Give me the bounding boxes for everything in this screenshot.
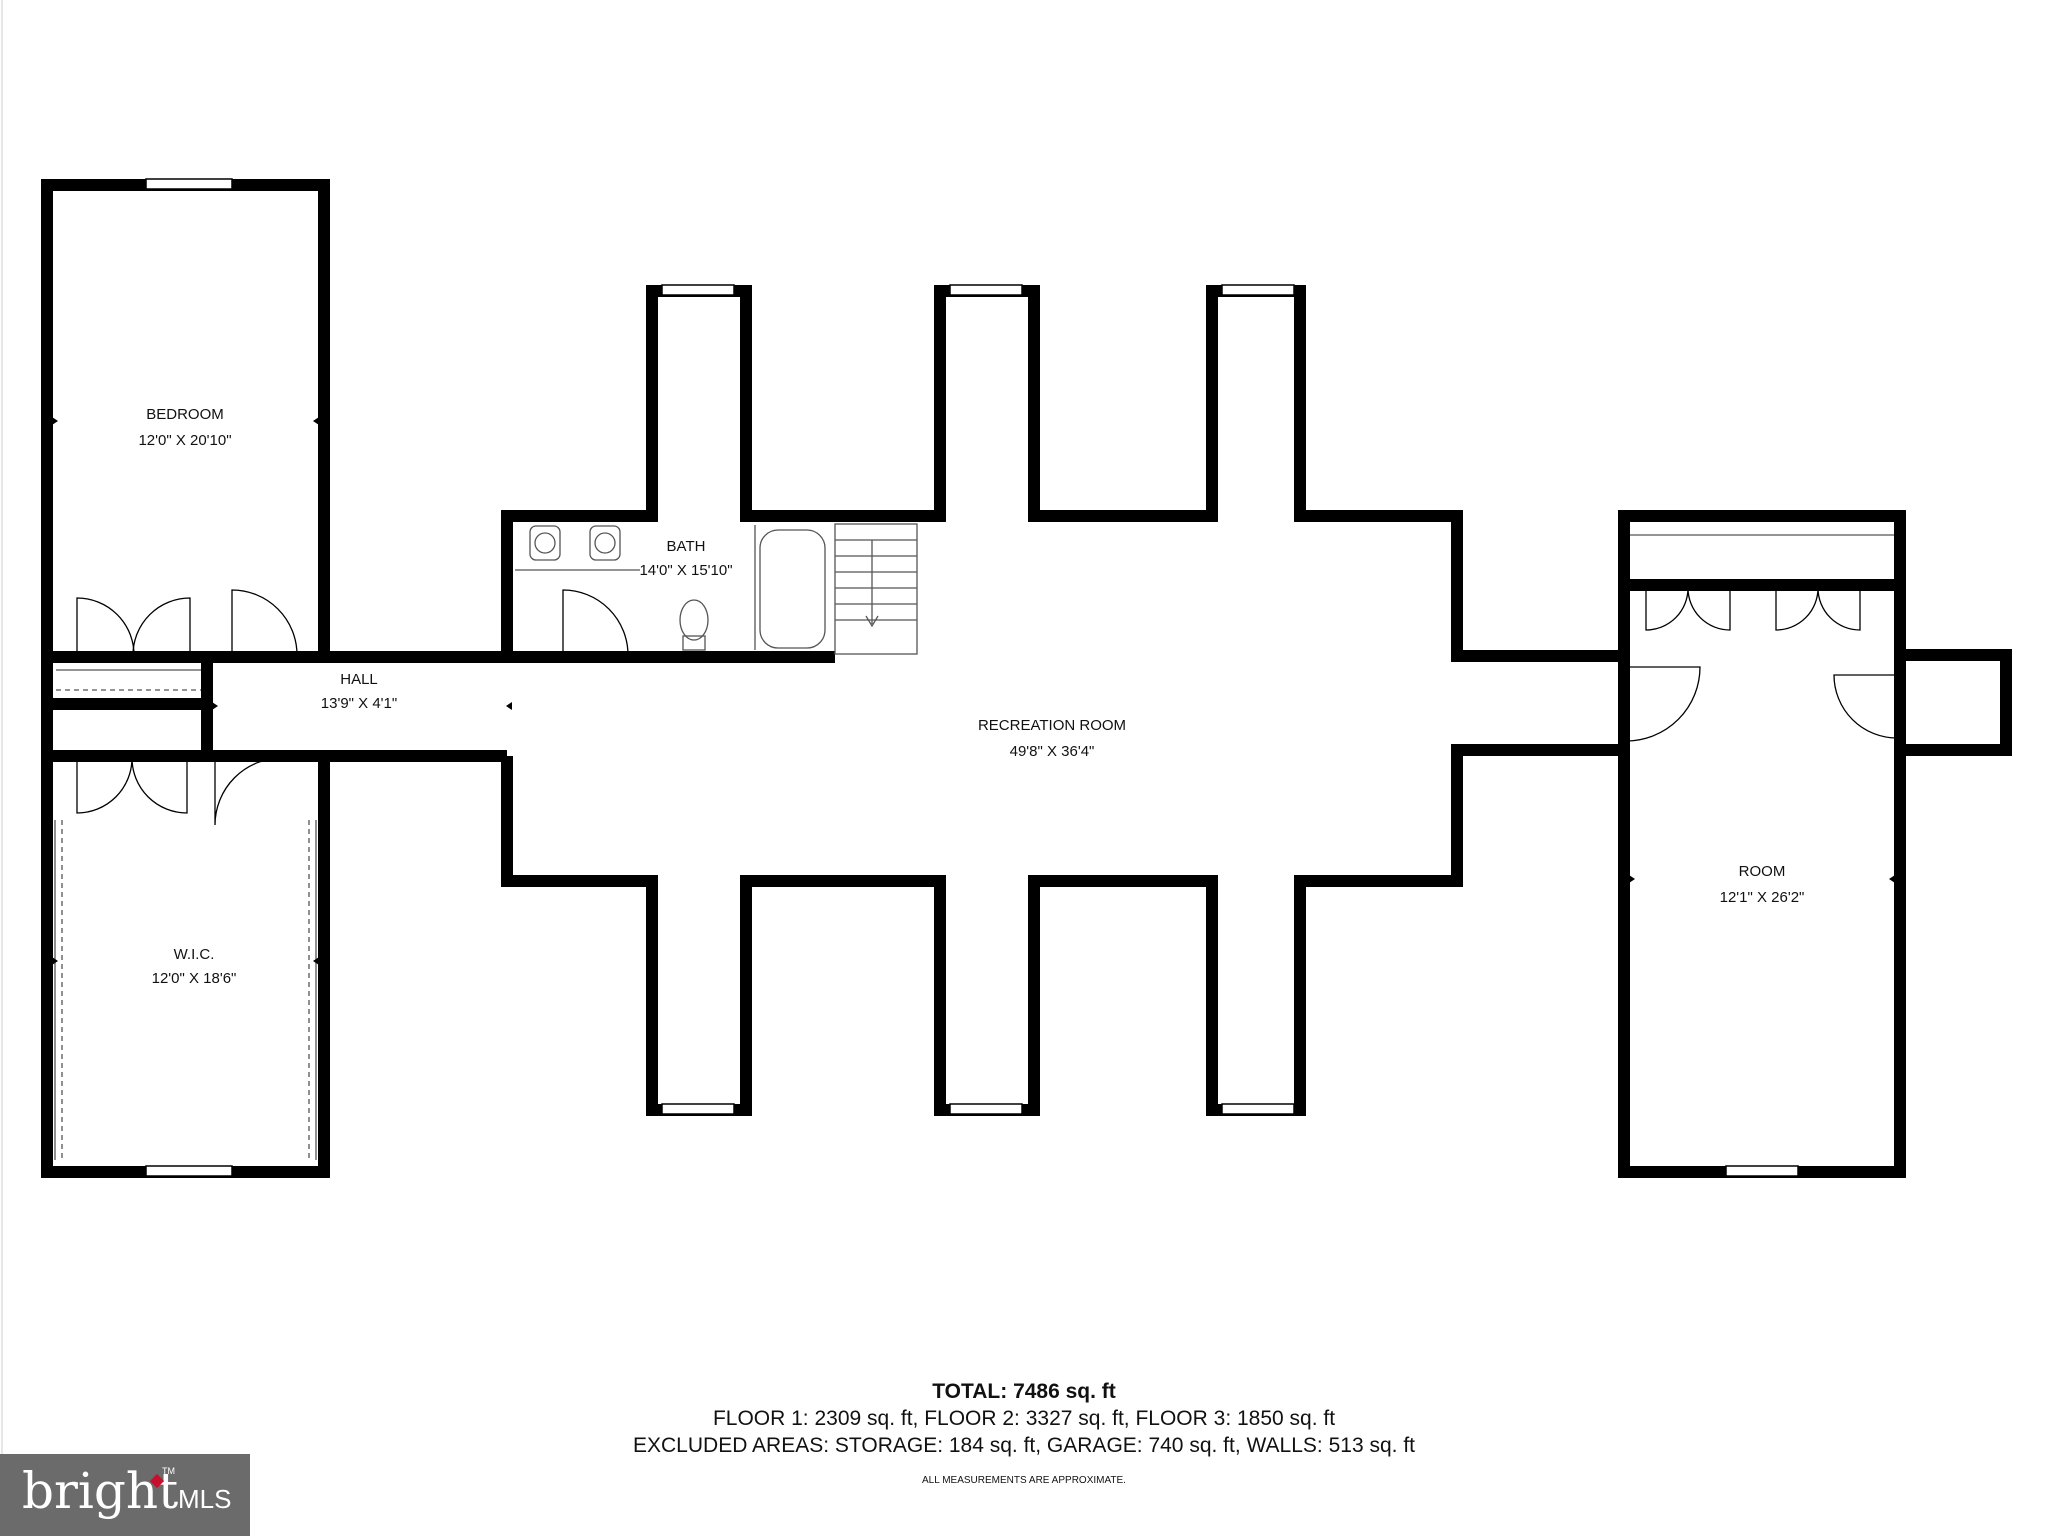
label-wic: W.I.C. 12'0" X 18'6" <box>152 946 237 987</box>
measurement-note: ALL MEASUREMENTS ARE APPROXIMATE. <box>922 1475 1126 1486</box>
bedroom-dims: 12'0" X 20'10" <box>138 432 231 449</box>
room-name: ROOM <box>1739 863 1786 880</box>
excluded-areas: EXCLUDED AREAS: STORAGE: 184 sq. ft, GAR… <box>633 1434 1415 1457</box>
recreation-room-walls <box>501 285 1624 1116</box>
recreation-room-dims: 49'8" X 36'4" <box>1010 743 1095 760</box>
wic-dims: 12'0" X 18'6" <box>152 970 237 987</box>
windows <box>145 178 1799 1177</box>
total-area: TOTAL: 7486 sq. ft <box>932 1380 1116 1403</box>
bright-mls-logo: bright TM MLS <box>0 1454 250 1536</box>
recreation-room-name: RECREATION ROOM <box>978 717 1126 734</box>
bath-dims: 14'0" X 15'10" <box>639 562 732 579</box>
label-hall: HALL 13'9" X 4'1" <box>321 671 397 712</box>
label-bedroom: BEDROOM 12'0" X 20'10" <box>138 406 231 449</box>
label-bath: BATH 14'0" X 15'10" <box>639 538 732 579</box>
floor-areas: FLOOR 1: 2309 sq. ft, FLOOR 2: 3327 sq. … <box>712 1407 1336 1430</box>
hall-name: HALL <box>340 671 378 688</box>
logo-suffix: MLS <box>178 1484 232 1514</box>
area-summary: TOTAL: 7486 sq. ft FLOOR 1: 2309 sq. ft,… <box>0 1378 2048 1486</box>
doors <box>76 587 1898 826</box>
bedroom-name: BEDROOM <box>146 406 224 423</box>
label-recreation-room: RECREATION ROOM 49'8" X 36'4" <box>978 717 1126 760</box>
stairs <box>834 523 918 655</box>
label-room: ROOM 12'1" X 26'2" <box>1720 863 1805 906</box>
logo-word: bright <box>22 1462 179 1520</box>
bath-name: BATH <box>667 538 706 555</box>
wic-name: W.I.C. <box>174 946 215 963</box>
hall-dims: 13'9" X 4'1" <box>321 695 397 712</box>
logo-trademark: TM <box>162 1466 175 1476</box>
hall-walls <box>201 651 507 762</box>
bath-walls <box>501 516 835 663</box>
room-right-walls <box>1618 510 2012 1178</box>
dimension-ticks <box>52 417 1895 965</box>
room-dims: 12'1" X 26'2" <box>1720 889 1805 906</box>
wic-rails <box>54 820 317 1160</box>
linen-closet <box>41 657 330 1178</box>
